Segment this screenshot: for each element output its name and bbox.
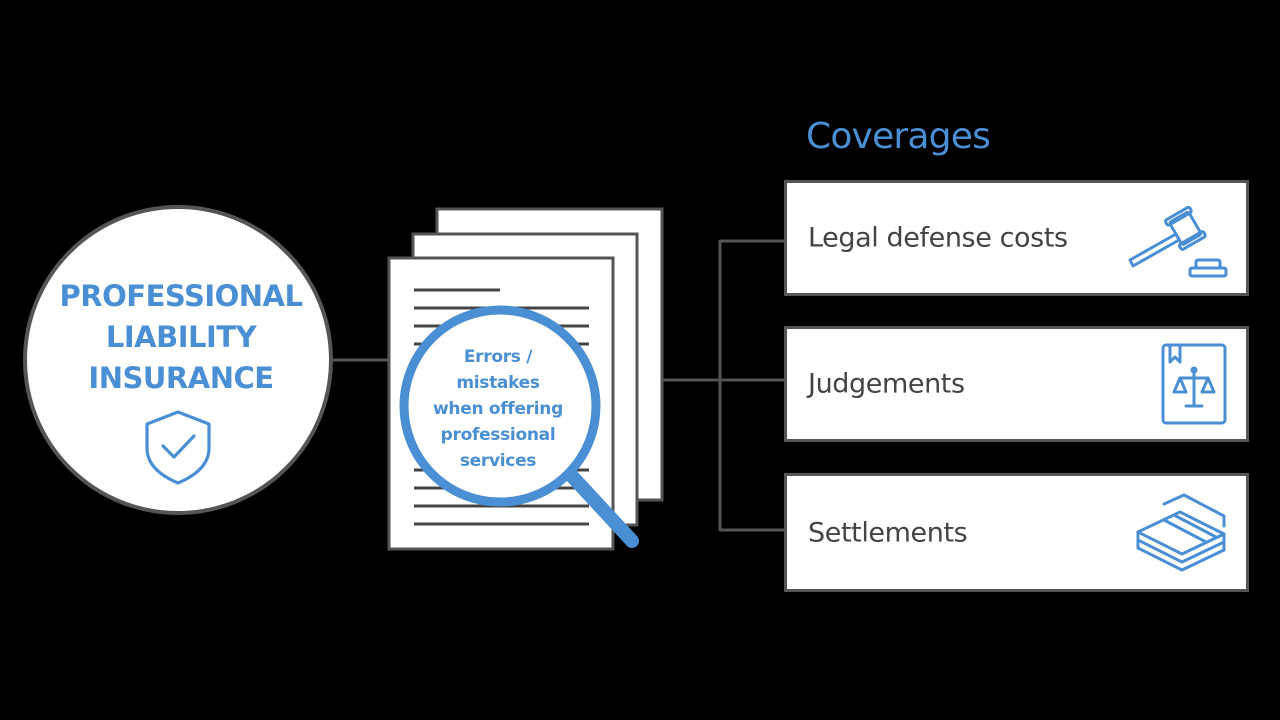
- lens-text-line: services: [459, 451, 537, 471]
- lens-text-line: professional: [440, 425, 556, 445]
- coverage-box-settlements: Settlements: [784, 473, 1249, 592]
- lens-text-line: when offering: [433, 399, 563, 419]
- insurance-title-line: LIABILITY: [105, 320, 257, 354]
- insurance-circle: [23, 205, 333, 515]
- coverage-box-judgements: Judgements: [784, 326, 1249, 442]
- shield-check-icon: [145, 410, 211, 485]
- insurance-title: PROFESSIONAL LIABILITY INSURANCE: [26, 276, 336, 399]
- lens-text-line: mistakes: [456, 373, 540, 393]
- coverage-label: Settlements: [808, 517, 968, 548]
- gavel-icon: [1128, 205, 1228, 278]
- magnifying-glass-icon: [399, 305, 639, 548]
- coverage-box-legal-defense: Legal defense costs: [784, 180, 1249, 296]
- coverage-label: Judgements: [808, 368, 965, 400]
- lens-text: Errors / mistakes when offering professi…: [412, 344, 584, 474]
- law-book-scales-icon: [1161, 343, 1227, 425]
- coverages-heading: Coverages: [806, 116, 991, 157]
- coverage-label: Legal defense costs: [808, 222, 1068, 254]
- cash-stack-icon: [1136, 493, 1226, 571]
- lens-text-line: Errors /: [463, 347, 533, 367]
- insurance-title-line: PROFESSIONAL: [59, 279, 303, 313]
- insurance-title-line: INSURANCE: [88, 361, 274, 395]
